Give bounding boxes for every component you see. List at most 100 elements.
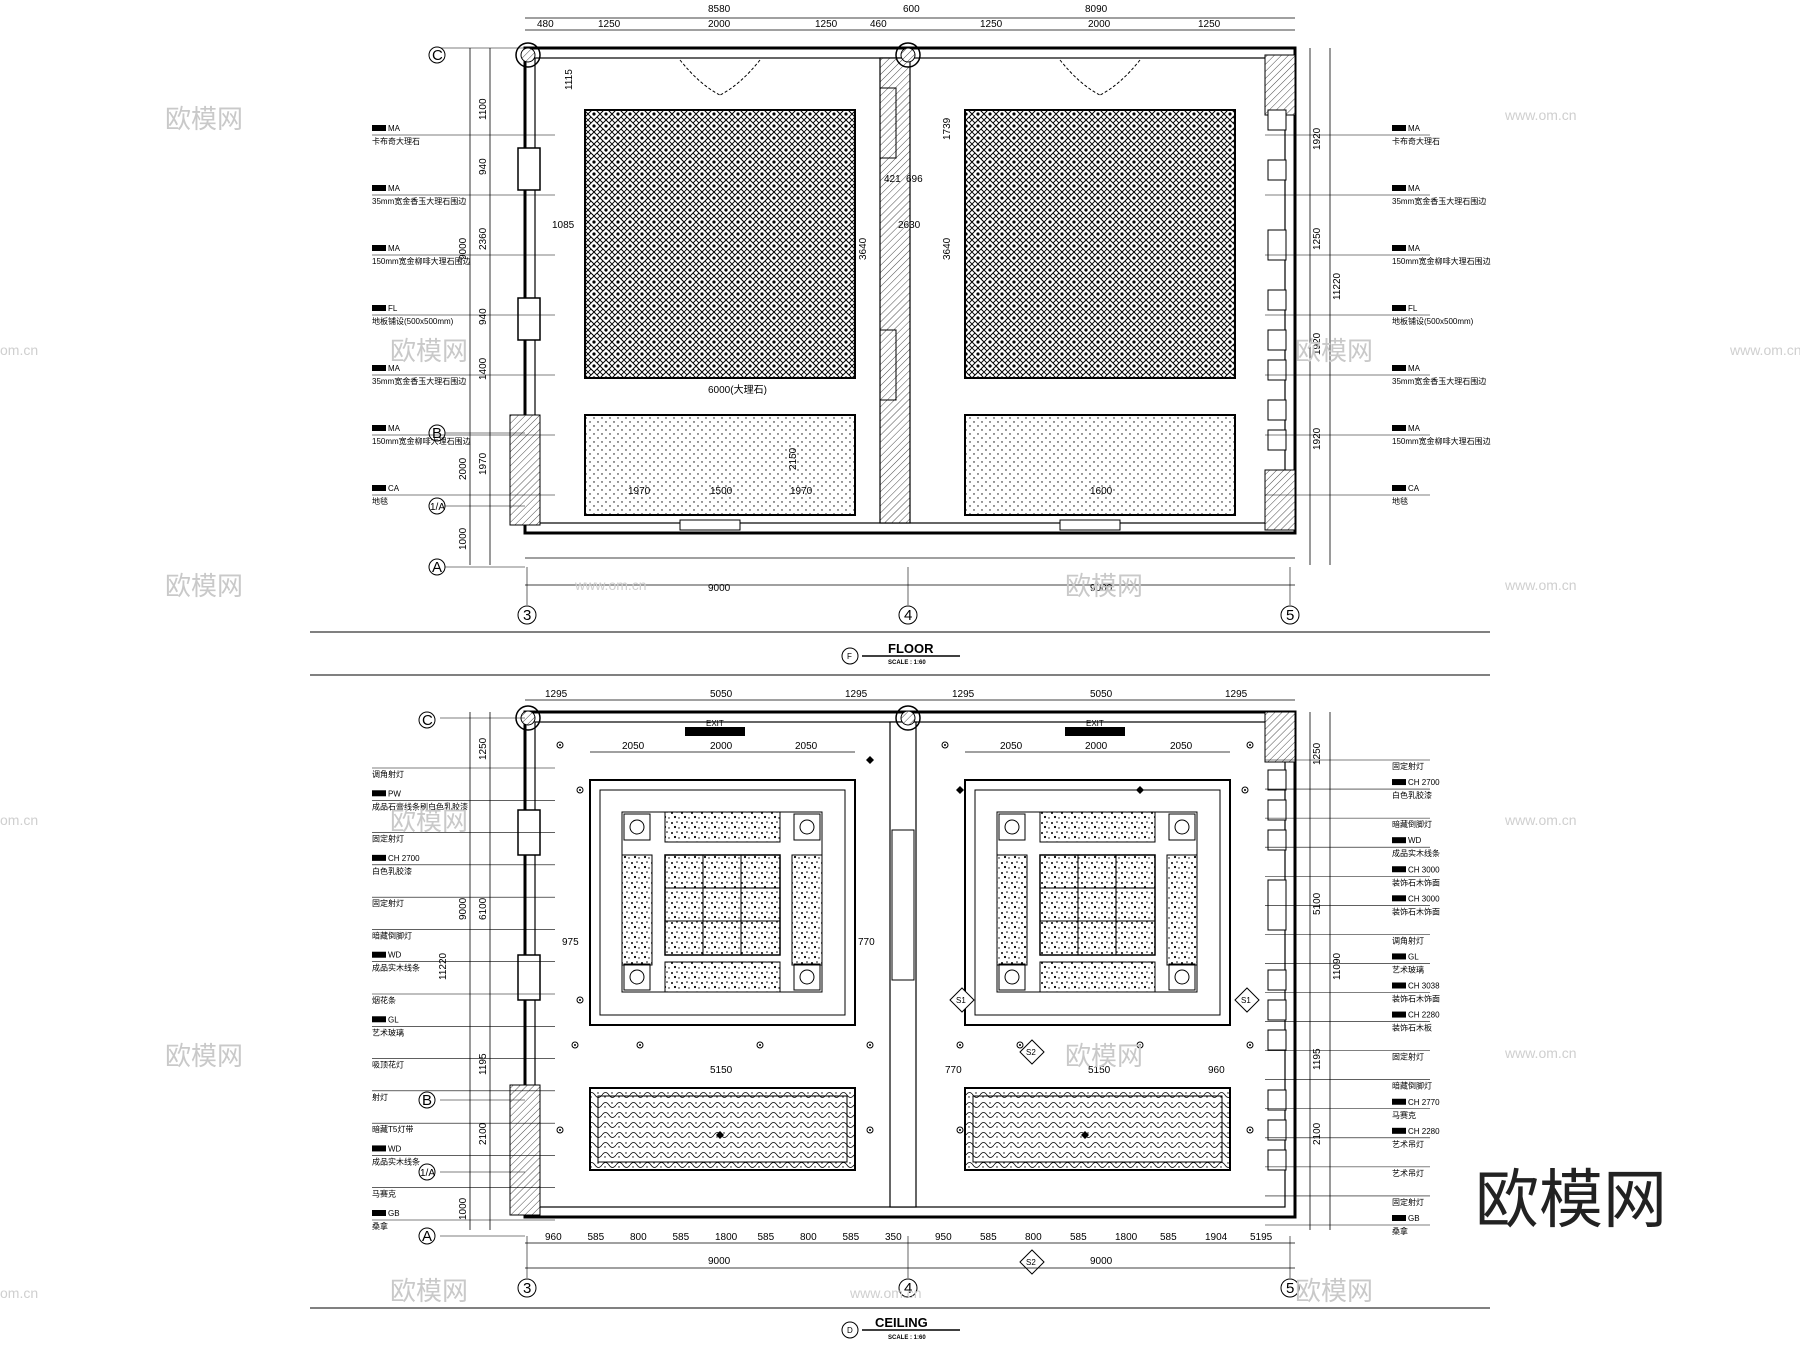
annotation-tag: CH 2700 [388, 854, 420, 863]
annotation-text: 马赛克 [1392, 1110, 1416, 1120]
ceiling-left-mosaic [589, 1087, 856, 1171]
watermark: www.om.cn [574, 577, 647, 593]
dim-label: 460 [870, 19, 887, 30]
floor-left-annotations: MA卡布奇大理石MA35mm宽金香玉大理石围边MA150mm宽金柳啡大理石围边F… [372, 124, 555, 506]
annotation-text: 成品实木线条 [372, 1156, 420, 1166]
annotation-text: 成品石膏线条刷白色乳胶漆 [372, 801, 468, 811]
annotation-label: 固定射灯 [372, 896, 555, 908]
dim-label: 1250 [598, 19, 621, 30]
dim-label: 1400 [478, 357, 489, 380]
dim-label: 5100 [1312, 892, 1323, 915]
dim-label: 585 [1160, 1232, 1177, 1243]
annotation-text: 地板铺设(500x500mm) [1392, 316, 1474, 326]
dim-label: 9000 [1090, 583, 1113, 594]
annotation-label: 固定射灯 [1265, 1195, 1430, 1207]
dim-label: 2360 [478, 227, 489, 250]
dim-label: 1085 [552, 220, 575, 231]
dim-label: 696 [906, 174, 923, 185]
watermark: 欧模网 [390, 807, 468, 837]
floor-dims-top: 8580 600 8090 480 1250 2000 1250 460 125… [537, 4, 1221, 30]
dim-label: 800 [630, 1232, 647, 1243]
watermark: 欧模网 [165, 1042, 243, 1072]
annotation-label: 调角射灯 [1265, 934, 1430, 945]
dim-label: 1970 [790, 486, 813, 497]
dim-label: 1800 [715, 1232, 738, 1243]
annotation-text: 射灯 [372, 1092, 388, 1102]
downlight-icon [956, 786, 964, 794]
annotation-tag: MA [1408, 424, 1421, 433]
watermark: om.cn [0, 812, 38, 828]
brand-logo-text: 欧模网 [1475, 1164, 1667, 1238]
annotation-text: 桑拿 [1392, 1226, 1408, 1236]
annotation-text: 烟花条 [372, 995, 396, 1005]
downlight-icon [1136, 786, 1144, 794]
annotation-text: 暗藏T5灯带 [372, 1124, 413, 1134]
dim-label: 1920 [1312, 332, 1323, 355]
dim-label: 2050 [795, 741, 818, 752]
annotation-text: 地毯 [372, 496, 388, 506]
floor-dims-inner: 1115 1085 3640 2630 3640 1739 421 696 60… [552, 69, 1113, 497]
exit-label: EXIT [706, 719, 724, 728]
dim-label: 480 [537, 19, 554, 30]
dim-label: 9000 [1090, 1256, 1113, 1267]
annotation-text: 白色乳胶漆 [1392, 790, 1432, 800]
dim-label: 5195 [1250, 1232, 1273, 1243]
annotation-tag: CH 3038 [1408, 982, 1440, 991]
annotation-text: 固定射灯 [1392, 761, 1424, 771]
dim-label: 2100 [1312, 1122, 1323, 1145]
watermark: www.om.cn [1504, 1045, 1577, 1061]
annotation-text: 固定射灯 [372, 834, 404, 844]
dim-label: 2630 [898, 220, 921, 231]
grid-row-label: C [422, 712, 433, 729]
watermark: 欧模网 [1295, 1277, 1373, 1307]
floor-dims-right: 11220 1920 1250 1920 1920 [1312, 127, 1343, 450]
watermark: www.om.cn [1504, 577, 1577, 593]
ceiling-left-coffer [589, 779, 856, 1026]
annotation-tag: WD [388, 1144, 402, 1153]
floor-plan-title: FLOOR [888, 641, 934, 656]
annotation-text: 调角射灯 [372, 769, 404, 779]
dim-label: 585 [588, 1232, 605, 1243]
floor-right-annotations: MA卡布奇大理石MA35mm宽金香玉大理石围边MA150mm宽金柳啡大理石围边F… [1265, 124, 1491, 506]
floor-center-wall [879, 57, 911, 524]
annotation-text: 35mm宽金香玉大理石围边 [1392, 196, 1486, 206]
dim-label: 585 [758, 1232, 775, 1243]
annotation-text: 成品实木线条 [372, 963, 420, 973]
ceiling-grid-bubbles: C B 1/A A 3 4 5 [418, 711, 1300, 1298]
floor-left-parquet [584, 109, 856, 379]
dim-label: 1000 [458, 1197, 469, 1220]
annotation-label: 暗藏倒脚灯 [1265, 817, 1432, 829]
annotation-text: 暗藏倒脚灯 [372, 930, 412, 940]
ceiling-dims-bottom-totals: 9000 9000 [708, 1256, 1113, 1267]
annotation-tag: MA [1408, 124, 1421, 133]
dim-label: 1970 [478, 452, 489, 475]
annotation-text: 装饰石木板 [1392, 1023, 1432, 1033]
dim-label: 5050 [1090, 689, 1113, 700]
annotation-tag: MA [388, 424, 401, 433]
ceiling-dims-inner: 975 770 5150 5150 960 770 [562, 937, 1225, 1076]
grid-row-label: C [432, 47, 443, 64]
dim-label: 585 [980, 1232, 997, 1243]
grid-col-label: 5 [1286, 607, 1294, 624]
floor-right-niches [1267, 109, 1287, 451]
dim-label: 2000 [708, 19, 731, 30]
watermark: www.om.cn [1504, 107, 1577, 123]
annotation-label: WD 成品实木线条 [372, 1144, 555, 1166]
annotation-text: 装饰石木饰面 [1392, 994, 1440, 1004]
watermark: om.cn [0, 342, 38, 358]
dim-label: 600 [903, 4, 920, 15]
annotation-text: 地板铺设(500x500mm) [372, 316, 454, 326]
